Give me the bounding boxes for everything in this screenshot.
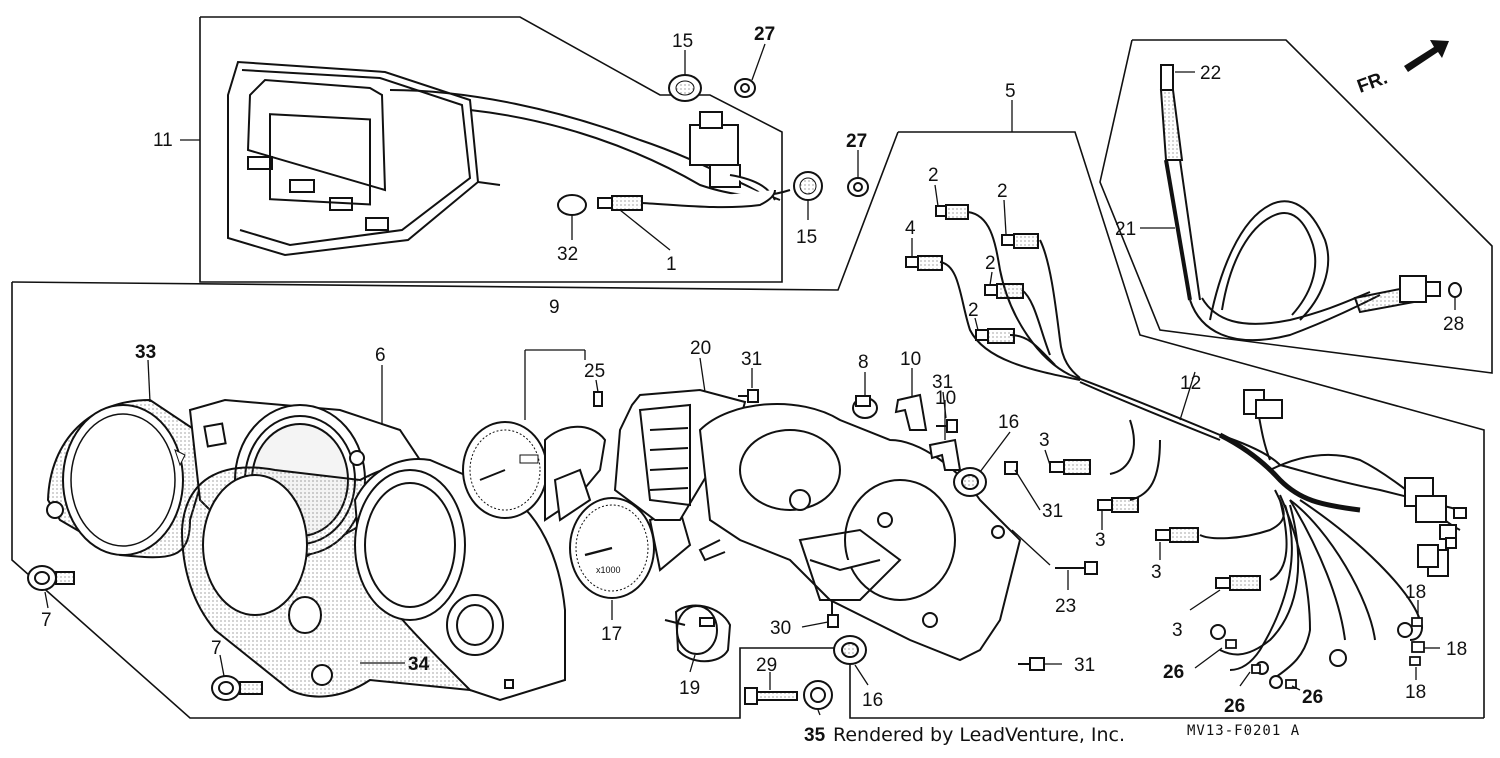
callout-11: 11 xyxy=(153,130,173,151)
meter-case-right xyxy=(353,458,566,702)
callout-3-d: 3 xyxy=(1172,620,1183,641)
panel-main xyxy=(11,131,899,291)
nut-27-right-hole xyxy=(853,182,863,192)
callout-27-right: 27 xyxy=(846,131,867,152)
callout-2-a: 2 xyxy=(928,165,939,186)
harness-12-connectors xyxy=(1049,389,1467,689)
callout-2-b: 2 xyxy=(997,181,1008,202)
credit-text: Rendered by LeadVenture, Inc. xyxy=(833,724,1126,746)
callout-26-b: 26 xyxy=(1224,696,1245,717)
panel-top-left xyxy=(199,16,783,283)
callout-12: 12 xyxy=(1180,373,1201,394)
callout-4: 4 xyxy=(905,218,916,239)
callout-31-c: 31 xyxy=(1042,501,1063,522)
meter-lower-case xyxy=(698,403,1022,662)
bulb-socket-1 xyxy=(597,189,776,211)
callout-16-b: 16 xyxy=(862,690,883,711)
callout-9: 9 xyxy=(549,297,560,318)
small-fasteners xyxy=(593,389,1098,710)
callout-35: 35 xyxy=(804,725,826,746)
front-arrow: FR. xyxy=(1355,40,1449,98)
callout-10-b: 10 xyxy=(935,388,956,409)
leader-lines xyxy=(44,43,1456,716)
callout-1: 1 xyxy=(666,254,677,275)
callout-28: 28 xyxy=(1443,314,1464,335)
meter-case-33 xyxy=(46,398,207,559)
front-arrow-label: FR. xyxy=(1355,67,1391,97)
bulbs-harness-5 xyxy=(905,204,1039,344)
grommets-7 xyxy=(27,565,263,701)
callout-15-lower: 15 xyxy=(796,227,817,248)
callout-20: 20 xyxy=(690,338,711,359)
callout-19: 19 xyxy=(679,678,700,699)
callout-2-c: 2 xyxy=(985,253,996,274)
callout-18-b: 18 xyxy=(1446,639,1467,660)
callout-17: 17 xyxy=(601,624,622,645)
callout-16-a: 16 xyxy=(998,412,1019,433)
callout-27-top: 27 xyxy=(754,24,775,45)
callout-18-a: 18 xyxy=(1405,582,1426,603)
callout-labels: 11 15 15 27 27 32 1 5 2 2 2 2 4 22 21 28… xyxy=(41,24,1467,746)
callout-25: 25 xyxy=(584,361,605,382)
callout-29: 29 xyxy=(756,655,777,676)
tachometer-scale-label: x1000 xyxy=(596,565,621,575)
panel-rear-harness xyxy=(898,131,1485,718)
callout-30: 30 xyxy=(770,618,791,639)
callout-34: 34 xyxy=(408,654,430,675)
callout-3-b: 3 xyxy=(1095,530,1106,551)
callout-10-a: 10 xyxy=(900,349,921,370)
bulb-harness-5 xyxy=(939,211,1281,466)
speedometer-9-body xyxy=(544,425,607,522)
callout-33: 33 xyxy=(135,342,156,363)
callout-31-b: 31 xyxy=(932,372,953,393)
callout-31-a: 31 xyxy=(741,349,762,370)
drawing-code: MV13-F0201 A xyxy=(1187,723,1301,739)
callout-7-b: 7 xyxy=(211,638,222,659)
cap-32 xyxy=(557,194,587,216)
callout-2-d: 2 xyxy=(968,300,979,321)
speedometer-9 xyxy=(462,421,548,519)
callout-22: 22 xyxy=(1200,63,1221,84)
callout-26-a: 26 xyxy=(1163,662,1184,683)
callout-7-a: 7 xyxy=(41,610,52,631)
speedometer-cable-21 xyxy=(1159,64,1462,342)
main-harness-12 xyxy=(1109,394,1461,681)
callout-31-d: 31 xyxy=(1074,655,1095,676)
callout-3-c: 3 xyxy=(1151,562,1162,583)
small-screws xyxy=(1225,617,1425,689)
callout-8: 8 xyxy=(858,352,869,373)
callout-32: 32 xyxy=(557,244,578,265)
callout-3-a: 3 xyxy=(1039,430,1050,451)
nut-27-top-hole xyxy=(740,83,750,93)
grommet-15-lower xyxy=(793,171,823,201)
panel-cable xyxy=(1099,39,1493,374)
callout-26-c: 26 xyxy=(1302,687,1323,708)
indicator-19 xyxy=(664,604,732,663)
callout-15-top: 15 xyxy=(672,31,693,52)
callout-6: 6 xyxy=(375,345,386,366)
callout-23: 23 xyxy=(1055,596,1076,617)
grommet-15-top xyxy=(668,74,702,102)
callout-5: 5 xyxy=(1005,81,1016,102)
callout-21: 21 xyxy=(1115,219,1136,240)
callout-18-c: 18 xyxy=(1405,682,1426,703)
